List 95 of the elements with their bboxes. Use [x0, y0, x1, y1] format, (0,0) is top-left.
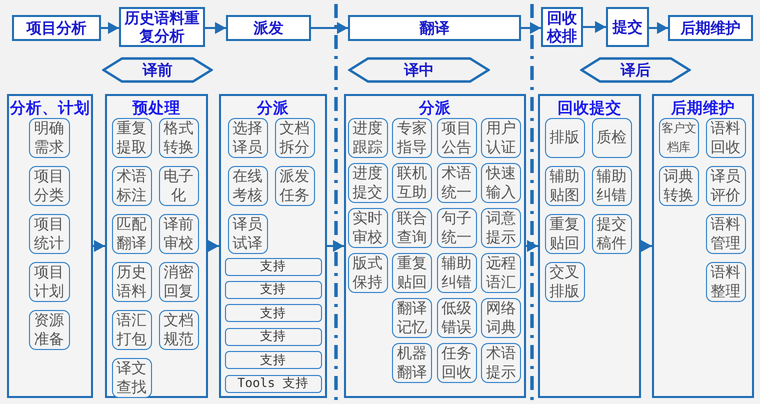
feature-box: 网络词典: [481, 298, 521, 338]
feature-box: 译文查找: [112, 358, 152, 398]
feature-box: 联机互助: [392, 162, 432, 202]
feature-box: 进度提交: [348, 162, 388, 202]
process-box: 回收校排: [541, 7, 583, 47]
feature-box: 质检: [592, 118, 632, 158]
arrow: [526, 240, 538, 252]
stage-hexagon: 译中: [348, 57, 490, 83]
feature-box: 语料回收: [706, 118, 746, 158]
feature-box: 匹配翻译: [112, 214, 152, 254]
feature-box: 语料整理: [706, 262, 746, 302]
feature-box: 译员评价: [706, 166, 746, 206]
feature-box: 格式转换: [158, 118, 198, 158]
feature-box: 电子化: [158, 166, 198, 206]
panel-heading: 回收提交: [556, 98, 622, 119]
feature-box: 重复提取: [112, 118, 152, 158]
arrow: [93, 240, 105, 252]
feature-box: 文档拆分: [274, 118, 314, 158]
arrow: [311, 22, 348, 34]
arrow: [641, 240, 652, 252]
feature-box: 联合查询: [392, 208, 432, 248]
process-box: 历史语料重复分析: [119, 7, 205, 47]
feature-box: 译前审校: [158, 214, 198, 254]
feature-box: 辅助贴图: [544, 166, 584, 206]
feature-box: 版式保持: [348, 252, 388, 292]
arrow: [327, 240, 344, 252]
panel-heading: 分派: [256, 98, 290, 119]
feature-box: 历史语料: [112, 262, 152, 302]
feature-box: 重复贴回: [392, 252, 432, 292]
panel-heading: 分派: [418, 98, 452, 119]
feature-box: 远程语汇: [481, 252, 521, 292]
stage-hexagon: 译后: [580, 57, 691, 83]
tool-box: 支持: [224, 328, 322, 346]
arrow: [521, 22, 541, 34]
feature-box: 语料管理: [706, 214, 746, 254]
arrow: [205, 22, 226, 34]
feature-box: 译员试译: [228, 214, 268, 254]
feature-box: 术语统一: [436, 162, 476, 202]
tool-box: 支持: [224, 280, 322, 299]
feature-box: 辅助纠错: [436, 252, 476, 292]
panel-heading: 分析、计划: [9, 98, 91, 119]
feature-box: 消密回复: [158, 262, 198, 302]
group-panel: [105, 94, 208, 398]
feature-box: 词典转换: [658, 166, 698, 206]
feature-box: 进度跟踪: [348, 118, 388, 158]
tool-box: 支持: [224, 258, 322, 276]
process-box: 后期维护: [668, 15, 753, 41]
feature-box: 任务回收: [436, 342, 476, 382]
arrow: [583, 21, 606, 33]
feature-box: 机器翻译: [392, 342, 432, 382]
feature-box: 句子统一: [436, 208, 476, 248]
group-panel: [7, 94, 93, 398]
feature-box: 排版: [544, 118, 584, 158]
feature-box: 用户认证: [481, 118, 521, 158]
panel-heading: 预处理: [131, 98, 182, 119]
feature-box: 快速输入: [481, 162, 521, 202]
process-box: 提交: [606, 7, 649, 47]
feature-box: 低级错误: [436, 298, 476, 338]
feature-box: 实时审校: [348, 208, 388, 248]
feature-box: 项目分类: [28, 166, 70, 206]
feature-box: 文档规范: [158, 310, 198, 350]
group-panel: [538, 94, 641, 398]
feature-box: 客户文档库: [658, 118, 698, 158]
arrow: [649, 22, 668, 34]
feature-box: 专家指导: [392, 118, 432, 158]
feature-box: 交叉排版: [544, 262, 584, 302]
group-panel: [344, 94, 526, 398]
group-panel: [219, 94, 327, 398]
feature-box: 语汇打包: [112, 310, 152, 350]
feature-box: 术语提示: [481, 342, 521, 382]
arrow: [208, 240, 219, 252]
panel-heading: 后期维护: [670, 98, 736, 119]
feature-box: 重复贴回: [544, 214, 584, 254]
group-panel: [652, 94, 754, 398]
tool-box: 支持: [224, 304, 322, 322]
feature-box: 明确需求: [28, 118, 70, 158]
feature-box: 提交稿件: [592, 214, 632, 254]
feature-box: 项目计划: [28, 262, 70, 302]
tool-box: Tools 支持: [224, 374, 322, 392]
stage-hexagon: 译前: [102, 57, 213, 83]
feature-box: 在线考核: [228, 166, 268, 206]
process-box: 项目分析: [12, 15, 101, 41]
feature-box: 派发任务: [274, 166, 314, 206]
arrow: [101, 22, 119, 34]
feature-box: 选择译员: [228, 118, 268, 158]
tool-box: 支持: [224, 351, 322, 370]
feature-box: 项目统计: [28, 214, 70, 254]
feature-box: 词意提示: [481, 208, 521, 248]
process-box: 派发: [226, 15, 311, 41]
feature-box: 术语标注: [112, 166, 152, 206]
feature-box: 项目公告: [436, 118, 476, 158]
feature-box: 翻译记忆: [392, 298, 432, 338]
process-box: 翻译: [348, 15, 521, 41]
feature-box: 资源准备: [28, 310, 70, 350]
feature-box: 辅助纠错: [592, 166, 632, 206]
